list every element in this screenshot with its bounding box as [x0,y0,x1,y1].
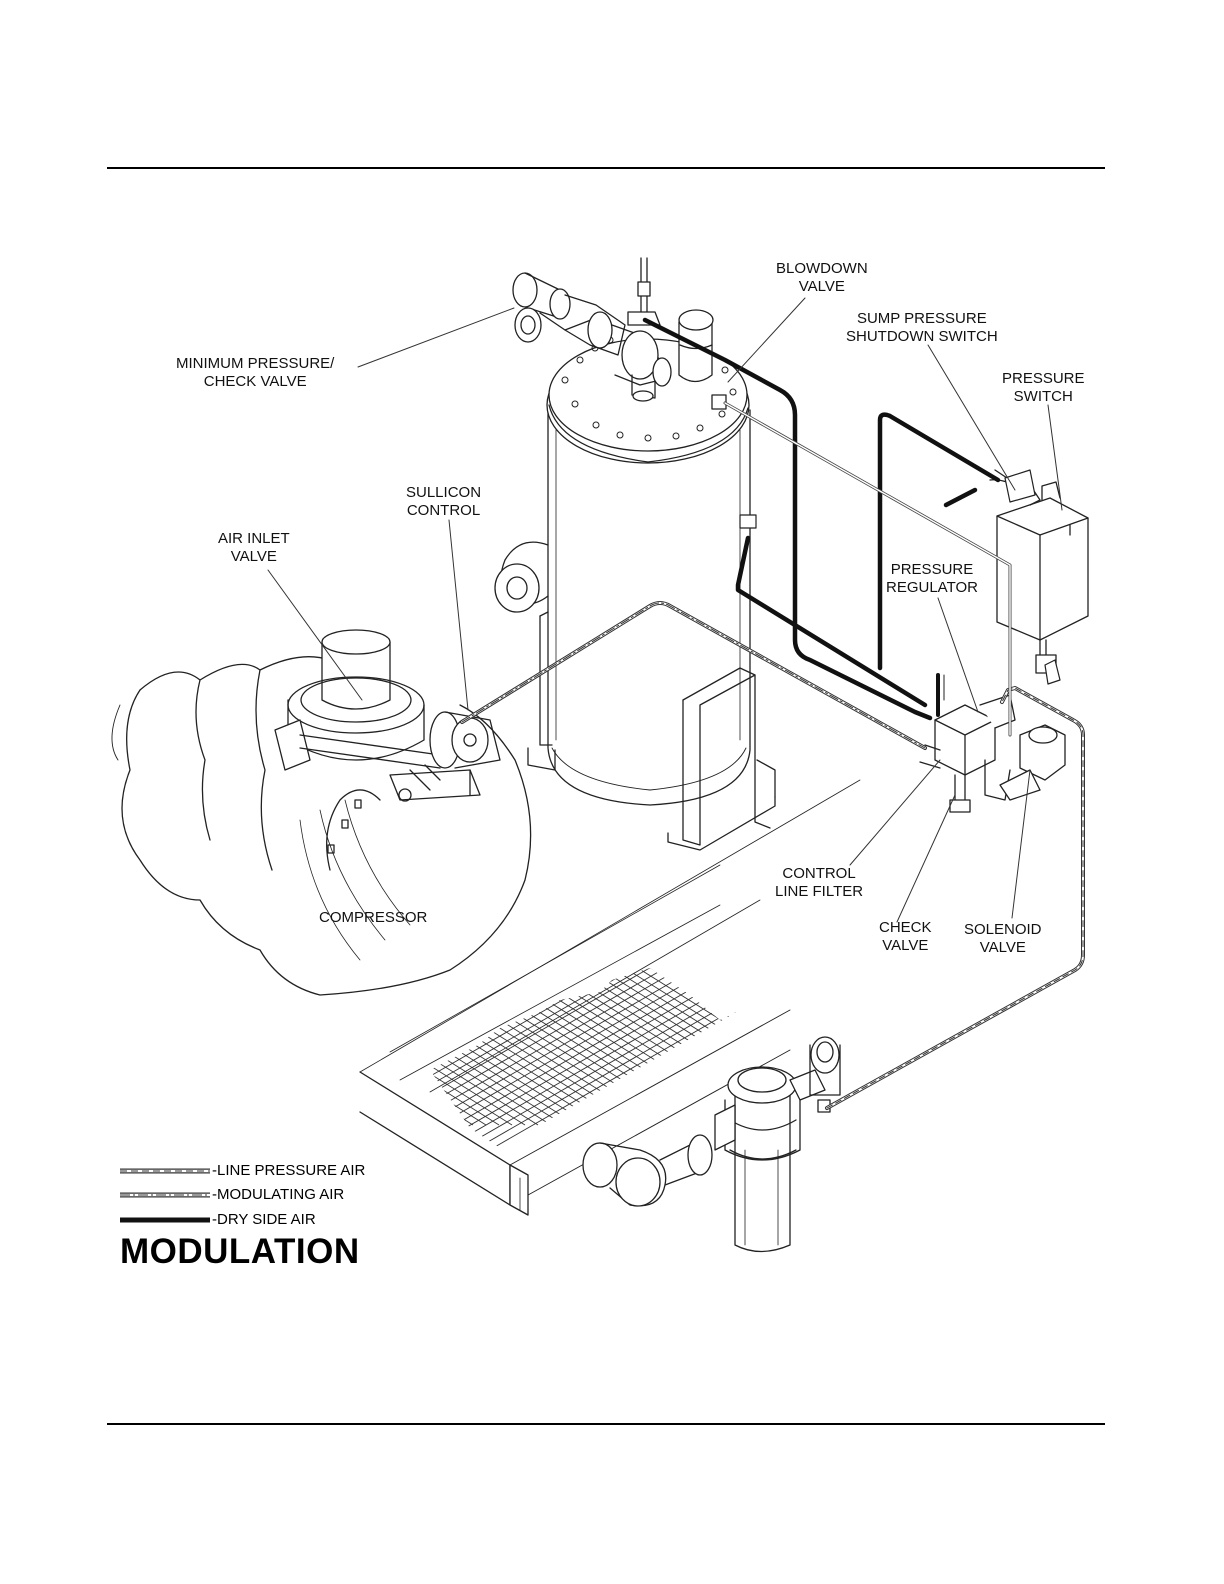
legend-line-pressure-text: -LINE PRESSURE AIR [212,1162,365,1180]
label-check-line2: VALVE [879,937,932,955]
label-filter-line1: CONTROL [775,865,863,883]
compressor [112,630,531,995]
label-solenoid-line1: SOLENOID [964,921,1042,939]
pressure-switch-box [990,470,1088,673]
label-sump-pressure-switch: SUMP PRESSURE SHUTDOWN SWITCH [846,310,998,346]
label-blowdown-line2: VALVE [776,278,868,296]
legend-dry-side-swatch [118,1210,212,1230]
legend-dry-side-text: -DRY SIDE AIR [212,1211,316,1229]
label-control-line-filter: CONTROL LINE FILTER [775,865,863,901]
label-sullicon-line2: CONTROL [406,502,481,520]
label-airinlet-line1: AIR INLET [218,530,290,548]
regulator-cluster [920,675,1065,812]
legend-line-pressure-swatch [118,1161,212,1181]
label-regulator-line2: REGULATOR [886,579,978,597]
label-pressure-regulator: PRESSURE REGULATOR [886,561,978,597]
label-airinlet-line2: VALVE [218,548,290,566]
label-solenoid-valve: SOLENOID VALVE [964,921,1042,957]
label-solenoid-line2: VALVE [964,939,1042,957]
page-title: MODULATION [120,1232,360,1272]
label-blowdown-valve: BLOWDOWN VALVE [776,260,868,296]
label-check-valve: CHECK VALVE [879,919,932,955]
legend-modulating-swatch [118,1185,212,1205]
label-compressor: COMPRESSOR [319,909,427,927]
legend-modulating-text: -MODULATING AIR [212,1186,344,1204]
label-pressure-switch: PRESSURE SWITCH [1002,370,1085,406]
receiver-tank [495,337,775,850]
label-minpress-line1: MINIMUM PRESSURE/ [176,355,334,373]
label-sump-line2: SHUTDOWN SWITCH [846,328,998,346]
air-filter [583,1037,840,1252]
label-sullicon-control: SULLICON CONTROL [406,484,481,520]
label-minpress-line2: CHECK VALVE [176,373,334,391]
label-filter-line2: LINE FILTER [775,883,863,901]
label-sump-line1: SUMP PRESSURE [846,310,998,328]
label-pswitch-line1: PRESSURE [1002,370,1085,388]
label-sullicon-line1: SULLICON [406,484,481,502]
label-air-inlet-valve: AIR INLET VALVE [218,530,290,566]
label-pswitch-line2: SWITCH [1002,388,1085,406]
label-regulator-line1: PRESSURE [886,561,978,579]
label-minimum-pressure-valve: MINIMUM PRESSURE/ CHECK VALVE [176,355,334,391]
label-blowdown-line1: BLOWDOWN [776,260,868,278]
label-check-line1: CHECK [879,919,932,937]
